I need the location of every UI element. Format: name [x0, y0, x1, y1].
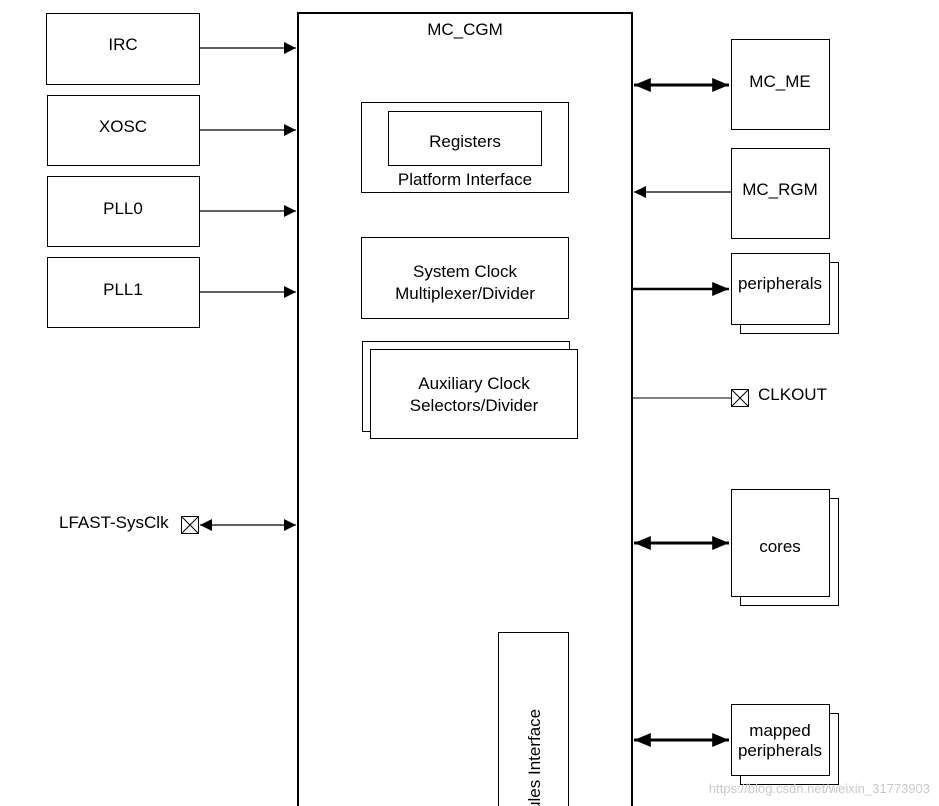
source-irc: IRC: [46, 13, 200, 85]
lfast-sysclk-pin: LFAST-SysClk: [59, 513, 199, 534]
mc-rgm-label: MC_RGM: [742, 180, 818, 199]
source-pll0: PLL0: [47, 176, 200, 247]
clkout-pin: CLKOUT: [731, 385, 827, 407]
source-irc-label: IRC: [108, 35, 137, 54]
registers-block: [388, 111, 542, 166]
system-clock-line1: System Clock: [413, 262, 517, 281]
mapped-peripherals-block: mapped peripherals: [731, 704, 839, 785]
modules-interface-label: Modules Interface: [525, 709, 544, 806]
mc-cgm-title: MC_CGM: [427, 20, 503, 39]
source-pll0-label: PLL0: [103, 199, 143, 218]
source-xosc: XOSC: [47, 95, 200, 166]
source-pll1: PLL1: [47, 257, 200, 328]
peripherals-block: peripherals: [731, 253, 839, 334]
registers-label: Registers: [429, 132, 501, 151]
mapped-peripherals-line1: mapped: [749, 721, 810, 740]
modules-interface-block: Modules Interface: [498, 632, 569, 806]
system-clock-block: System Clock Multiplexer/Divider: [361, 237, 569, 319]
aux-clock-line2: Selectors/Divider: [410, 396, 539, 415]
mc-me-label: MC_ME: [749, 72, 810, 91]
system-clock-line2: Multiplexer/Divider: [395, 284, 535, 303]
mc-cgm-block: MC_CGM: [297, 12, 633, 806]
platform-interface-label: Platform Interface: [398, 170, 532, 189]
watermark-text: https://blog.csdn.net/weixin_31773903: [709, 781, 930, 796]
source-xosc-label: XOSC: [99, 117, 147, 136]
peripherals-label: peripherals: [738, 274, 822, 293]
aux-clock-line1: Auxiliary Clock: [418, 374, 530, 393]
mc-me-block: MC_ME: [731, 39, 830, 130]
cores-block: cores: [731, 489, 839, 606]
lfast-sysclk-label: LFAST-SysClk: [59, 513, 169, 532]
clkout-label: CLKOUT: [758, 385, 827, 404]
mc-rgm-block: MC_RGM: [731, 148, 830, 239]
platform-interface-block: Registers Platform Interface: [361, 102, 569, 193]
mapped-peripherals-line2: peripherals: [738, 741, 822, 760]
aux-clock-block: Auxiliary Clock Selectors/Divider: [362, 341, 578, 439]
cores-label: cores: [759, 537, 801, 556]
source-pll1-label: PLL1: [103, 280, 143, 299]
